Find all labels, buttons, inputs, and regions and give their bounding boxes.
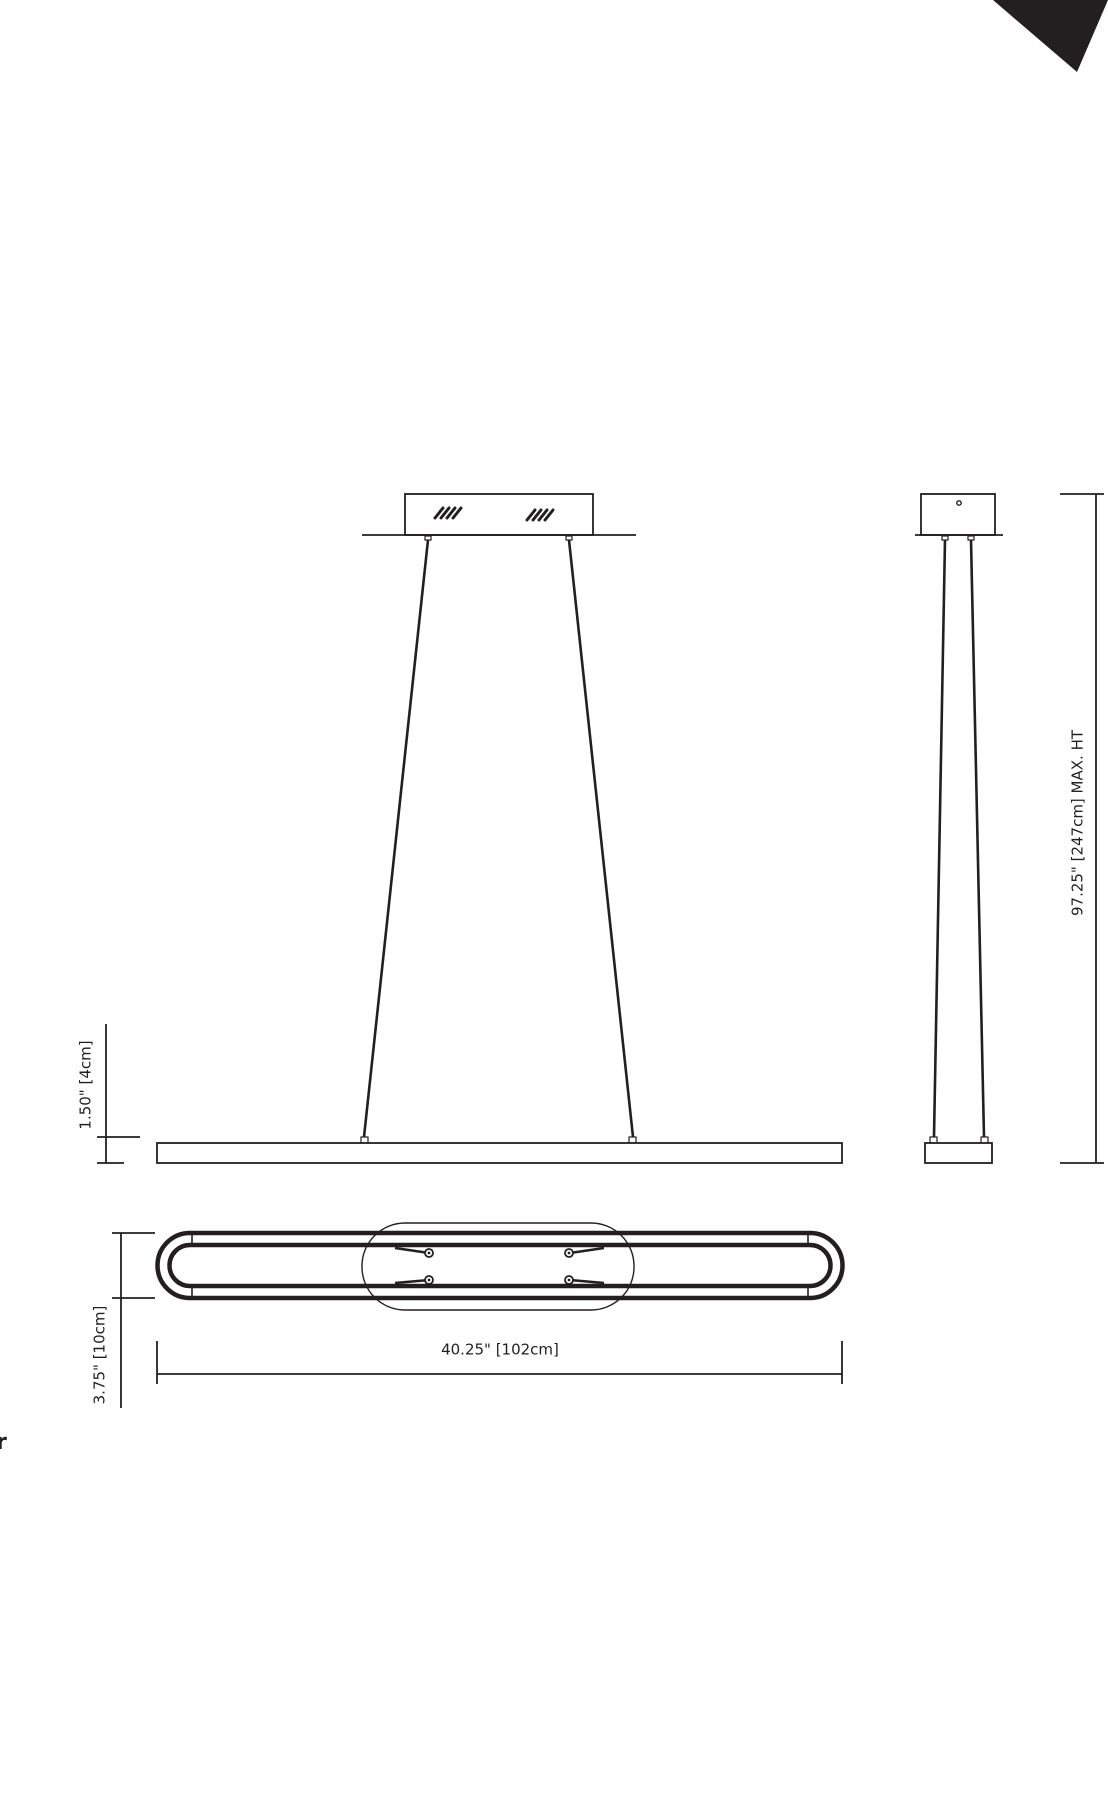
top-frame-outer bbox=[155, 1230, 845, 1301]
canopy-hatch-right bbox=[525, 508, 555, 522]
dim-overall-height bbox=[1060, 493, 1104, 1164]
top-view bbox=[155, 1222, 845, 1311]
side-cable-right bbox=[969, 539, 986, 1138]
front-fixture-bar bbox=[156, 1142, 843, 1164]
label-fixture-height: 1.50" [4cm] bbox=[76, 1040, 95, 1130]
top-frame-inner bbox=[167, 1242, 833, 1289]
label-fixture-depth: 3.75" [10cm] bbox=[90, 1305, 109, 1405]
canopy-hatch-left bbox=[433, 506, 463, 520]
top-connector-points bbox=[424, 1248, 574, 1285]
side-view bbox=[915, 493, 1003, 1164]
top-connectors bbox=[394, 1246, 605, 1285]
dim-fixture-height bbox=[97, 1024, 140, 1164]
dim-fixture-length bbox=[156, 1341, 843, 1384]
side-cable-left bbox=[932, 539, 947, 1138]
dim-fixture-depth bbox=[112, 1232, 155, 1408]
margin-cutoff-text: r bbox=[0, 1430, 7, 1455]
label-overall-height: 97.25" [247cm] MAX. HT bbox=[1068, 729, 1087, 917]
corner-triangle-marker bbox=[993, 0, 1108, 72]
side-canopy bbox=[920, 493, 996, 536]
front-cable-right bbox=[567, 539, 635, 1138]
front-view bbox=[156, 493, 843, 1164]
label-fixture-length: 40.25" [102cm] bbox=[441, 1340, 559, 1359]
side-fixture-bar bbox=[924, 1142, 993, 1164]
top-canopy-outline bbox=[361, 1222, 635, 1311]
front-cable-left bbox=[362, 539, 430, 1138]
front-canopy bbox=[404, 493, 594, 536]
